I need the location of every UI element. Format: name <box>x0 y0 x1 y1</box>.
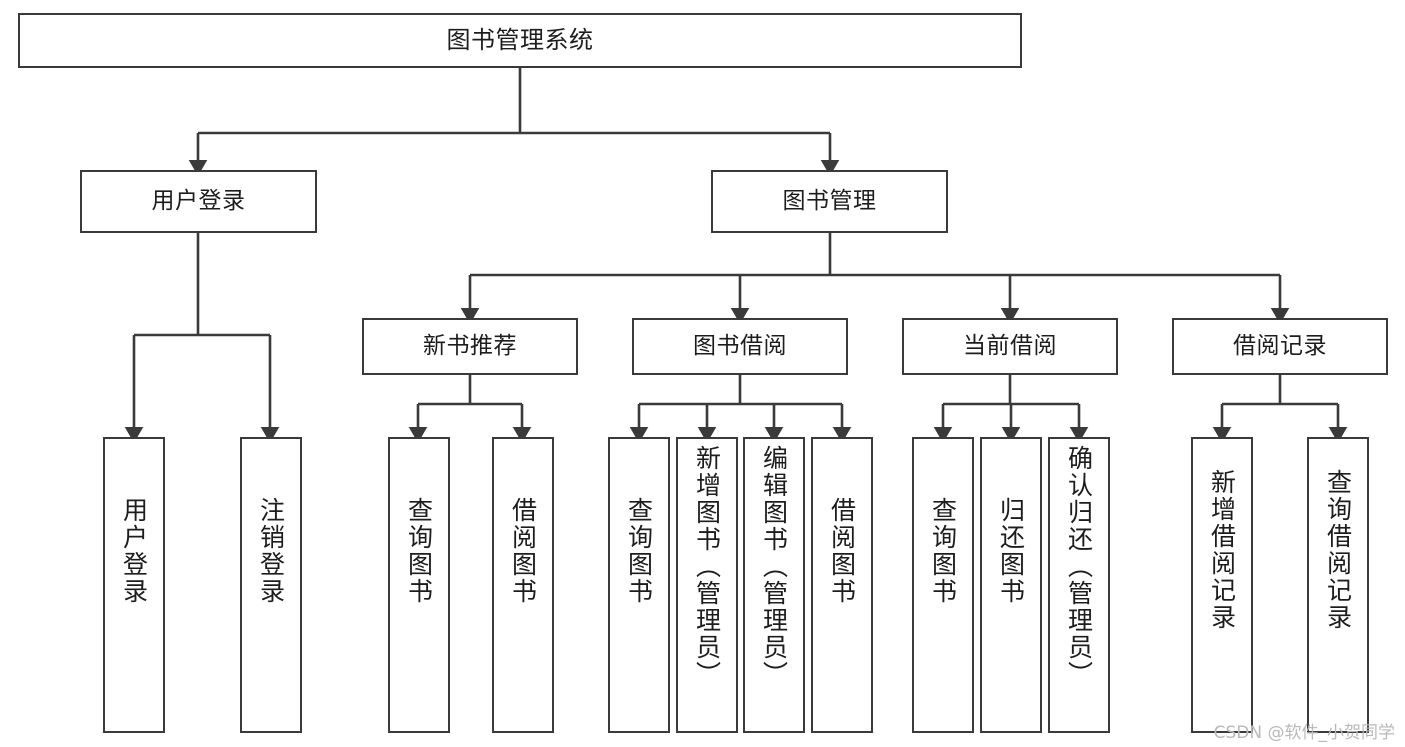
node-current-borrow[interactable]: 当前借阅 <box>902 318 1118 375</box>
node-leaf-edit-book-label: 编辑图书（管理员） <box>759 445 789 688</box>
node-user-login-label: 用户登录 <box>151 188 246 215</box>
node-leaf-query-record-label: 查询借阅记录 <box>1323 469 1353 631</box>
node-leaf-query-book-1-label: 查询图书 <box>404 497 434 605</box>
node-leaf-borrow-book-1[interactable]: 借阅图书 <box>492 437 554 733</box>
node-borrow-record[interactable]: 借阅记录 <box>1172 318 1388 375</box>
node-leaf-query-book-2-label: 查询图书 <box>624 497 654 605</box>
node-leaf-query-book-2[interactable]: 查询图书 <box>608 437 670 733</box>
node-leaf-add-book-label: 新增图书（管理员） <box>692 445 722 688</box>
node-leaf-user-login[interactable]: 用户登录 <box>103 437 165 733</box>
node-book-manage-label: 图书管理 <box>782 188 877 215</box>
watermark-text: CSDN @软件_小贺同学 <box>1213 723 1395 743</box>
node-leaf-add-record[interactable]: 新增借阅记录 <box>1191 437 1253 733</box>
node-leaf-borrow-book-2[interactable]: 借阅图书 <box>811 437 873 733</box>
node-leaf-logout[interactable]: 注销登录 <box>240 437 302 733</box>
node-leaf-return-book[interactable]: 归还图书 <box>980 437 1042 733</box>
node-new-book-recommend-label: 新书推荐 <box>423 333 517 360</box>
node-leaf-query-book-1[interactable]: 查询图书 <box>388 437 450 733</box>
node-book-borrow-label: 图书借阅 <box>693 333 787 360</box>
node-leaf-confirm-return-label: 确认归还（管理员） <box>1064 445 1094 688</box>
node-book-manage[interactable]: 图书管理 <box>711 170 948 233</box>
node-borrow-record-label: 借阅记录 <box>1233 333 1327 360</box>
node-root[interactable]: 图书管理系统 <box>18 13 1022 68</box>
node-current-borrow-label: 当前借阅 <box>963 333 1057 360</box>
node-leaf-query-record[interactable]: 查询借阅记录 <box>1307 437 1369 733</box>
node-leaf-query-book-3-label: 查询图书 <box>928 497 958 605</box>
node-leaf-return-book-label: 归还图书 <box>996 497 1026 605</box>
node-leaf-query-book-3[interactable]: 查询图书 <box>912 437 974 733</box>
node-leaf-user-login-label: 用户登录 <box>119 497 149 605</box>
node-leaf-add-record-label: 新增借阅记录 <box>1207 469 1237 631</box>
node-root-label: 图书管理系统 <box>446 25 594 54</box>
node-leaf-borrow-book-1-label: 借阅图书 <box>508 497 538 605</box>
node-leaf-logout-label: 注销登录 <box>256 497 286 605</box>
node-leaf-confirm-return[interactable]: 确认归还（管理员） <box>1048 437 1110 733</box>
node-leaf-add-book[interactable]: 新增图书（管理员） <box>676 437 738 733</box>
node-leaf-edit-book[interactable]: 编辑图书（管理员） <box>743 437 805 733</box>
node-new-book-recommend[interactable]: 新书推荐 <box>362 318 578 375</box>
node-user-login[interactable]: 用户登录 <box>80 170 317 233</box>
node-book-borrow[interactable]: 图书借阅 <box>632 318 848 375</box>
node-leaf-borrow-book-2-label: 借阅图书 <box>827 497 857 605</box>
